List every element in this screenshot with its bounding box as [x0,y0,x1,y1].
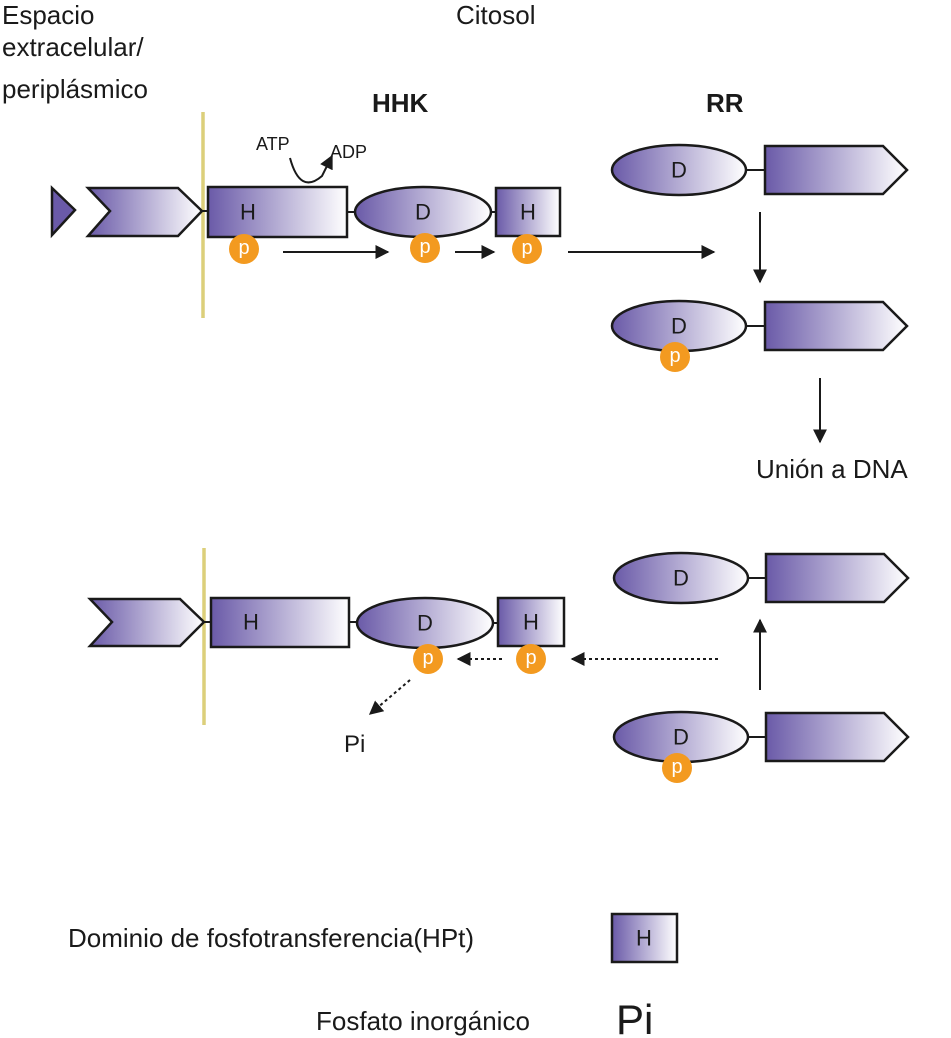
atp-to-adp-arrow [289,154,333,184]
hpt-domain-bottom [496,596,566,648]
extracellular-label-line1: Espacio [2,0,95,30]
legend-pi-label: Fosfato inorgánico [316,1006,530,1036]
signal-ligand [50,185,77,239]
hpt-domain-top [494,186,562,238]
cytosol-label: Citosol [456,0,535,30]
rr-output-domain-phospho-bottom [764,711,910,763]
adp-label: ADP [330,142,367,162]
hhk-h-label-top: H [240,200,256,225]
phosphate-rr-bottom [662,753,692,783]
extracellular-label-line2: extracelular/ [2,32,144,62]
atp-label: ATP [256,134,290,154]
hhk-label: HHK [372,88,429,118]
extracellular-label-line3: periplásmico [2,74,148,104]
phosphate-label: p [238,237,249,259]
legend-hpt-h-label: H [636,926,652,951]
phosphate-hpt-bottom [516,644,546,674]
phosphate-hhk-h-top [229,234,259,264]
phosphate-hhk-d-top [410,233,440,263]
rr-label: RR [706,88,744,118]
legend-hpt-symbol [610,912,679,964]
hhk-d-label-top: D [415,200,431,225]
phosphate-release-arrow [368,679,411,715]
rr-d-label: D [673,725,689,750]
phosphate-label: p [419,236,430,258]
hhk-d-label-bottom: D [417,611,433,636]
rr-d-label: D [671,314,687,339]
pi-label: Pi [344,731,365,758]
sensor-domain-top [85,186,204,238]
phosphate-hhk-d-bottom [413,644,443,674]
hhk-h-domain-top [206,185,349,239]
phosphate-label: p [671,756,682,778]
phosphate-label: p [422,647,433,669]
hpt-h-label-bottom: H [523,610,539,635]
rr-output-domain-active [763,300,909,352]
rr-output-domain [763,144,909,196]
rr-output-domain-inactive [764,552,910,604]
phosphate-rr [660,342,690,372]
phosphate-label: p [669,345,680,367]
hhk-h-label-bottom: H [243,610,259,635]
legend-pi-symbol: Pi [616,996,653,1038]
hhk-h-domain-bottom [209,596,351,649]
phosphate-label: p [521,237,532,259]
phosphate-label: p [525,647,536,669]
sensor-domain-bottom [87,597,206,648]
rr-d-label: D [673,566,689,591]
legend-hpt-label: Dominio de fosfotransferencia(HPt) [68,923,474,953]
rr-d-label: D [671,158,687,183]
hpt-h-label-top: H [520,200,536,225]
dna-binding-label: Unión a DNA [756,454,908,484]
phosphate-hpt-top [512,234,542,264]
